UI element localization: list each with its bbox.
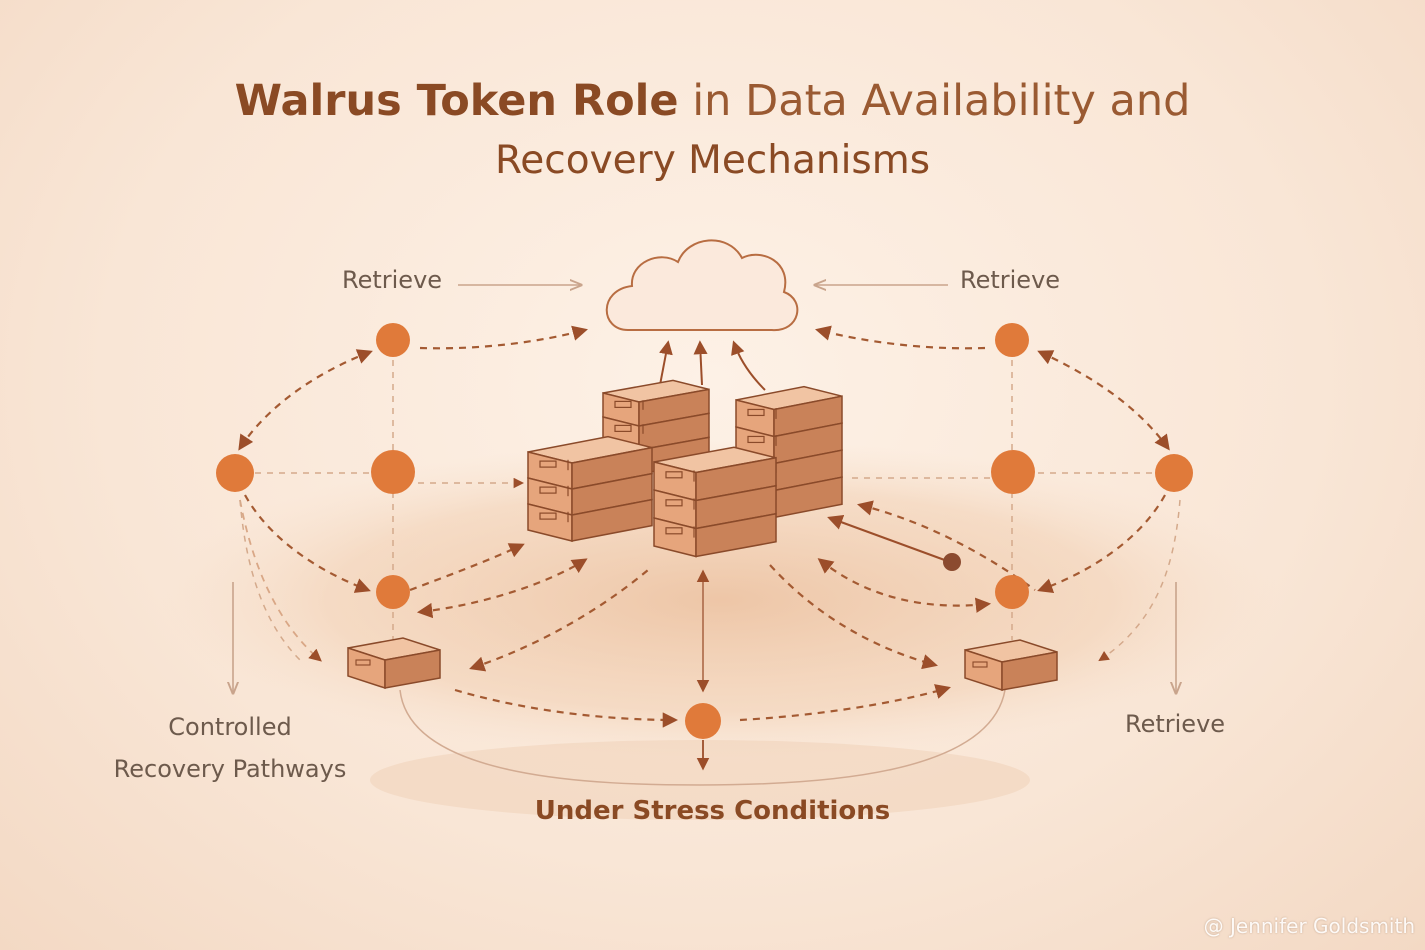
node-left-mid <box>371 450 415 494</box>
node-left-top <box>376 323 410 357</box>
junction-dot <box>943 553 961 571</box>
edge-leftbox-stress <box>454 688 679 728</box>
edge-n5-servers-b <box>416 558 588 619</box>
node-right-top <box>995 323 1029 357</box>
edge-leftbox-servers <box>469 569 649 672</box>
upload-arrow-2 <box>693 340 708 386</box>
grid-curve-left <box>239 499 301 661</box>
server-cluster <box>527 379 843 558</box>
solid-link-right <box>827 515 951 564</box>
title-rest: in Data Availability and <box>692 76 1191 126</box>
node-stress <box>685 703 721 739</box>
label-controlled-recovery: Controlled Recovery Pathways <box>70 706 390 790</box>
dashed-connectors <box>238 325 1170 728</box>
node-right-outer <box>1155 454 1193 492</box>
right-box <box>964 639 1058 692</box>
edge-n5-leftbox <box>239 499 322 662</box>
server-stack-front-left <box>527 435 653 542</box>
node-right-mid <box>991 450 1035 494</box>
diagram-title: Walrus Token Role in Data Availability a… <box>0 70 1425 190</box>
title-line-2: Recovery Mechanisms <box>494 138 931 183</box>
small-box-left <box>347 637 441 690</box>
edge-stress-rightbox <box>739 684 951 722</box>
cloud-icon <box>605 239 799 332</box>
label-retrieve-top-right: Retrieve <box>960 266 1061 294</box>
bottom-arc <box>399 689 1006 786</box>
node-left-low <box>376 575 410 609</box>
title-strong: Walrus Token Role <box>234 76 679 126</box>
upload-arrow-1 <box>659 340 673 386</box>
watermark: @ Jennifer Goldsmith <box>1203 914 1415 938</box>
left-box <box>347 637 441 690</box>
small-box-right <box>964 639 1058 692</box>
edge-n1-cloud <box>419 325 588 350</box>
label-controlled-line2: Recovery Pathways <box>113 755 347 783</box>
edge-n7-cloud <box>815 325 986 350</box>
node-right-low <box>995 575 1029 609</box>
node-left-outer <box>216 454 254 492</box>
edge-servers-rightbox <box>769 564 938 670</box>
label-controlled-line1: Controlled <box>168 713 292 741</box>
upload-arrow-3 <box>731 340 766 391</box>
edge-servers-n11-a <box>817 558 992 613</box>
label-under-stress: Under Stress Conditions <box>534 796 891 826</box>
ground-shadow <box>370 740 1030 820</box>
grid-curve-right <box>1098 499 1181 662</box>
edge-n9-n11 <box>1037 494 1166 594</box>
edge-n3-n5 <box>244 494 371 593</box>
label-retrieve-top-left: Retrieve <box>342 266 443 294</box>
edge-n1-n3 <box>238 349 373 451</box>
label-retrieve-bottom-right: Retrieve <box>1125 710 1226 738</box>
server-stack-front-right <box>653 446 777 558</box>
title-line-1: Walrus Token Role in Data Availability a… <box>0 70 1425 132</box>
nodes <box>216 323 1193 739</box>
edge-n7-n9 <box>1037 350 1170 451</box>
